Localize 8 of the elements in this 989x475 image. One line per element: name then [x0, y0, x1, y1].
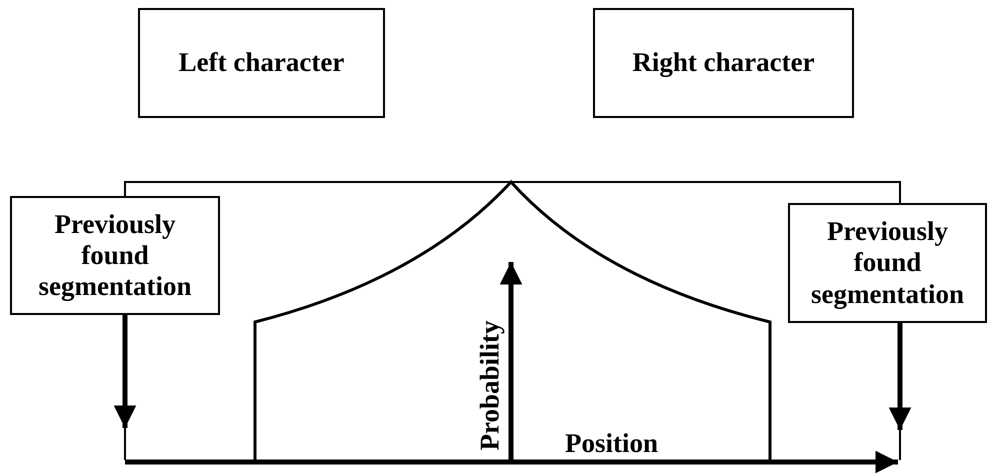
- character-box: Right character: [593, 8, 854, 118]
- character-box: Left character: [138, 8, 385, 118]
- arrow: [888, 323, 912, 430]
- arrow: [114, 315, 136, 428]
- axis-label: Position: [565, 428, 658, 459]
- segmentation-box: Previously found segmentation: [10, 196, 220, 315]
- segmentation-box: Previously found segmentation: [788, 203, 987, 323]
- axis-label: Probability: [474, 320, 506, 450]
